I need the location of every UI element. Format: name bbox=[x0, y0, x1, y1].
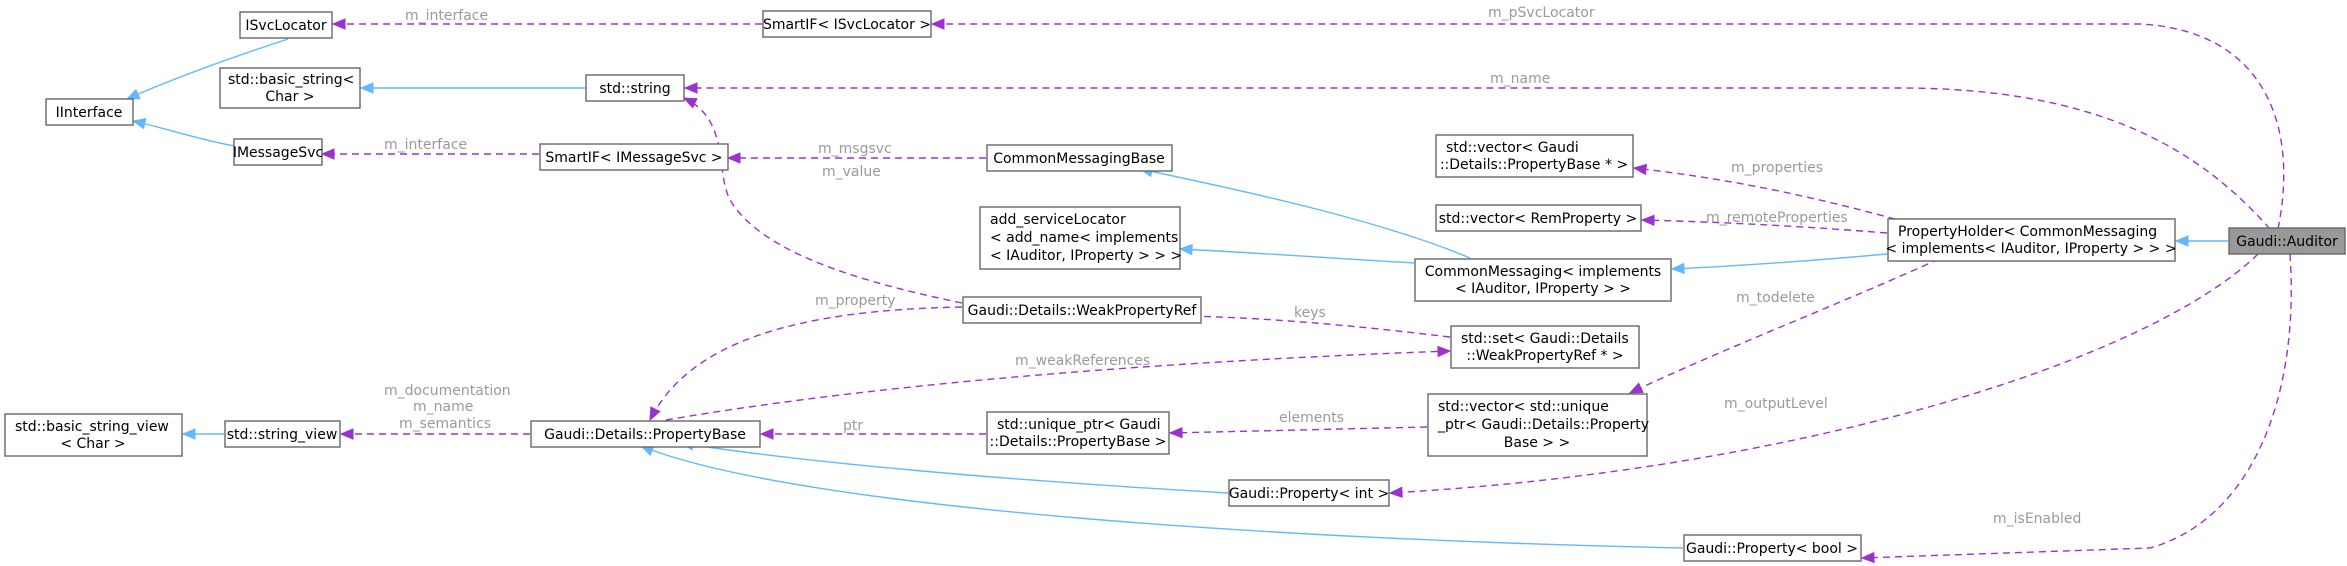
edge-weakref-stdstring bbox=[684, 97, 963, 304]
edge-propertyholder-commonmessaging bbox=[1672, 253, 1888, 269]
edge-propertybool-propertybase bbox=[641, 446, 1684, 549]
node-add-servicelocator-label-3: < IAuditor, IProperty > > > bbox=[990, 248, 1182, 264]
edge-propertyint-propertybase bbox=[681, 443, 1229, 494]
node-std-string[interactable]: std::string bbox=[585, 74, 685, 102]
label-m-isenabled: m_isEnabled bbox=[1993, 511, 2081, 527]
edge-propertyholder-vectorrem bbox=[1642, 220, 1888, 234]
label-m-msgsvc: m_msgsvc bbox=[818, 141, 892, 157]
node-property-bool-label: Gaudi::Property< bool > bbox=[1686, 541, 1858, 557]
usage-edges bbox=[322, 24, 2292, 558]
edge-isvclocator-iinterface bbox=[127, 38, 289, 100]
edge-auditor-propertybool bbox=[1862, 253, 2292, 558]
node-smartif-imessagesvc[interactable]: SmartIF< IMessageSvc > bbox=[539, 143, 729, 171]
node-string-view[interactable]: std::string_view bbox=[224, 420, 341, 448]
node-iinterface-label: IInterface bbox=[56, 105, 123, 121]
edge-propertybase-setweakref bbox=[665, 351, 1450, 421]
node-commonmessagingbase-label: CommonMessagingBase bbox=[993, 151, 1165, 167]
node-vector-propertybase[interactable]: std::vector< Gaudi ::Details::PropertyBa… bbox=[1435, 134, 1634, 178]
node-add-servicelocator-label-2: < add_name< implements bbox=[990, 230, 1178, 246]
node-vector-unique[interactable]: std::vector< std::unique _ptr< Gaudi::De… bbox=[1427, 393, 1649, 457]
node-vector-unique-label-1: std::vector< std::unique bbox=[1438, 399, 1609, 415]
node-smartif-imessagesvc-label: SmartIF< IMessageSvc > bbox=[545, 150, 722, 166]
node-iinterface[interactable]: IInterface bbox=[45, 98, 134, 126]
edge-imessagesvc-iinterface bbox=[133, 121, 236, 147]
inheritance-edges bbox=[127, 38, 2228, 549]
label-m-outputlevel: m_outputLevel bbox=[1724, 396, 1828, 412]
edge-commonmessaging-cmbase bbox=[1140, 169, 1471, 259]
label-m-interface-2: m_interface bbox=[384, 137, 467, 153]
label-elements: elements bbox=[1279, 410, 1344, 426]
node-vector-propertybase-label-1: std::vector< Gaudi bbox=[1446, 140, 1579, 156]
node-set-weakpropertyref-label-2: ::WeakPropertyRef * > bbox=[1466, 348, 1623, 364]
node-add-servicelocator[interactable]: add_serviceLocator < add_name< implement… bbox=[979, 206, 1182, 270]
node-vector-remproperty[interactable]: std::vector< RemProperty > bbox=[1435, 204, 1642, 232]
edge-propertyholder-vectorpb bbox=[1634, 168, 1931, 230]
node-propertyholder-label-1: PropertyHolder< CommonMessaging bbox=[1898, 224, 2157, 240]
node-set-weakpropertyref[interactable]: std::set< Gaudi::Details ::WeakPropertyR… bbox=[1450, 325, 1640, 369]
label-m-name-1: m_name bbox=[1490, 71, 1550, 87]
node-commonmessaging-label-1: CommonMessaging< implements bbox=[1425, 264, 1661, 280]
label-m-weakreferences: m_weakReferences bbox=[1015, 353, 1150, 369]
edge-setweakref-weakref bbox=[1187, 316, 1451, 338]
node-auditor-label: Gaudi::Auditor bbox=[2236, 234, 2338, 250]
edge-auditor-smartifisvc bbox=[932, 24, 2285, 230]
node-propertyholder-label-2: < implements< IAuditor, IProperty > > > bbox=[1885, 241, 2176, 257]
label-m-value: m_value bbox=[822, 164, 881, 180]
node-imessagesvc-label: IMessageSvc bbox=[233, 145, 323, 161]
edge-propertyholder-vectorunique bbox=[1630, 253, 1951, 394]
label-m-interface-1: m_interface bbox=[405, 8, 488, 24]
label-m-remoteproperties: m_remoteProperties bbox=[1706, 210, 1848, 226]
label-m-property: m_property bbox=[815, 293, 896, 309]
node-property-bool[interactable]: Gaudi::Property< bool > bbox=[1683, 534, 1862, 562]
node-basic-string-label-1: std::basic_string< bbox=[228, 72, 354, 88]
node-isvclocator-label: ISvcLocator bbox=[245, 18, 326, 34]
label-m-psvclocator: m_pSvcLocator bbox=[1488, 5, 1595, 21]
node-set-weakpropertyref-label-1: std::set< Gaudi::Details bbox=[1461, 331, 1629, 347]
node-basic-string-label-2: Char > bbox=[265, 89, 314, 105]
label-keys: keys bbox=[1294, 305, 1326, 321]
node-vector-unique-label-2: _ptr< Gaudi::Details::Property bbox=[1437, 417, 1649, 433]
node-commonmessaging[interactable]: CommonMessaging< implements < IAuditor, … bbox=[1414, 258, 1672, 302]
node-basic-string-view-label-1: std::basic_string_view bbox=[15, 419, 169, 435]
label-m-semantics: m_semantics bbox=[399, 416, 491, 432]
node-add-servicelocator-label-1: add_serviceLocator bbox=[990, 212, 1126, 228]
label-m-todelete: m_todelete bbox=[1736, 290, 1815, 306]
node-imessagesvc[interactable]: IMessageSvc bbox=[233, 138, 323, 166]
node-unique-ptr[interactable]: std::unique_ptr< Gaudi ::Details::Proper… bbox=[986, 411, 1170, 455]
node-weakpropertyref[interactable]: Gaudi::Details::WeakPropertyRef bbox=[962, 296, 1202, 324]
node-string-view-label: std::string_view bbox=[227, 427, 338, 443]
node-smartif-isvclocator-label: SmartIF< ISvcLocator > bbox=[763, 17, 931, 33]
node-propertyholder[interactable]: PropertyHolder< CommonMessaging < implem… bbox=[1885, 218, 2177, 262]
node-basic-string-view-label-2: < Char > bbox=[60, 436, 125, 452]
node-isvclocator[interactable]: ISvcLocator bbox=[239, 11, 333, 39]
edge-auditor-propertyint bbox=[1390, 253, 2259, 493]
node-weakpropertyref-label: Gaudi::Details::WeakPropertyRef bbox=[968, 303, 1198, 319]
node-auditor[interactable]: Gaudi::Auditor bbox=[2228, 227, 2346, 255]
label-m-documentation: m_documentation bbox=[384, 383, 511, 399]
node-basic-string-view[interactable]: std::basic_string_view < Char > bbox=[4, 413, 183, 457]
label-m-name-2: m_name bbox=[413, 399, 473, 415]
node-basic-string[interactable]: std::basic_string< Char > bbox=[219, 67, 361, 109]
node-unique-ptr-label-2: ::Details::PropertyBase > bbox=[990, 434, 1167, 450]
edge-labels: m_interface m_pSvcLocator m_name m_inter… bbox=[384, 5, 2081, 527]
label-ptr: ptr bbox=[843, 418, 863, 434]
edge-weakref-propertybase bbox=[649, 306, 963, 420]
node-unique-ptr-label-1: std::unique_ptr< Gaudi bbox=[997, 417, 1161, 433]
edge-commonmessaging-addservicelocator bbox=[1180, 249, 1415, 264]
node-smartif-isvclocator[interactable]: SmartIF< ISvcLocator > bbox=[762, 10, 932, 38]
node-vector-remproperty-label: std::vector< RemProperty > bbox=[1439, 211, 1637, 227]
node-commonmessaging-label-2: < IAuditor, IProperty > > bbox=[1455, 281, 1631, 297]
node-vector-unique-label-3: Base > > bbox=[1504, 435, 1570, 451]
node-propertybase[interactable]: Gaudi::Details::PropertyBase bbox=[530, 420, 761, 448]
node-commonmessagingbase[interactable]: CommonMessagingBase bbox=[986, 144, 1173, 172]
node-std-string-label: std::string bbox=[599, 81, 670, 97]
node-property-int[interactable]: Gaudi::Property< int > bbox=[1228, 479, 1390, 507]
node-vector-propertybase-label-2: ::Details::PropertyBase * > bbox=[1440, 157, 1628, 173]
node-propertybase-label: Gaudi::Details::PropertyBase bbox=[544, 427, 746, 443]
label-m-properties: m_properties bbox=[1731, 160, 1823, 176]
node-property-int-label: Gaudi::Property< int > bbox=[1229, 486, 1389, 502]
edge-vectorunique-uniqueptr bbox=[1170, 426, 1428, 433]
